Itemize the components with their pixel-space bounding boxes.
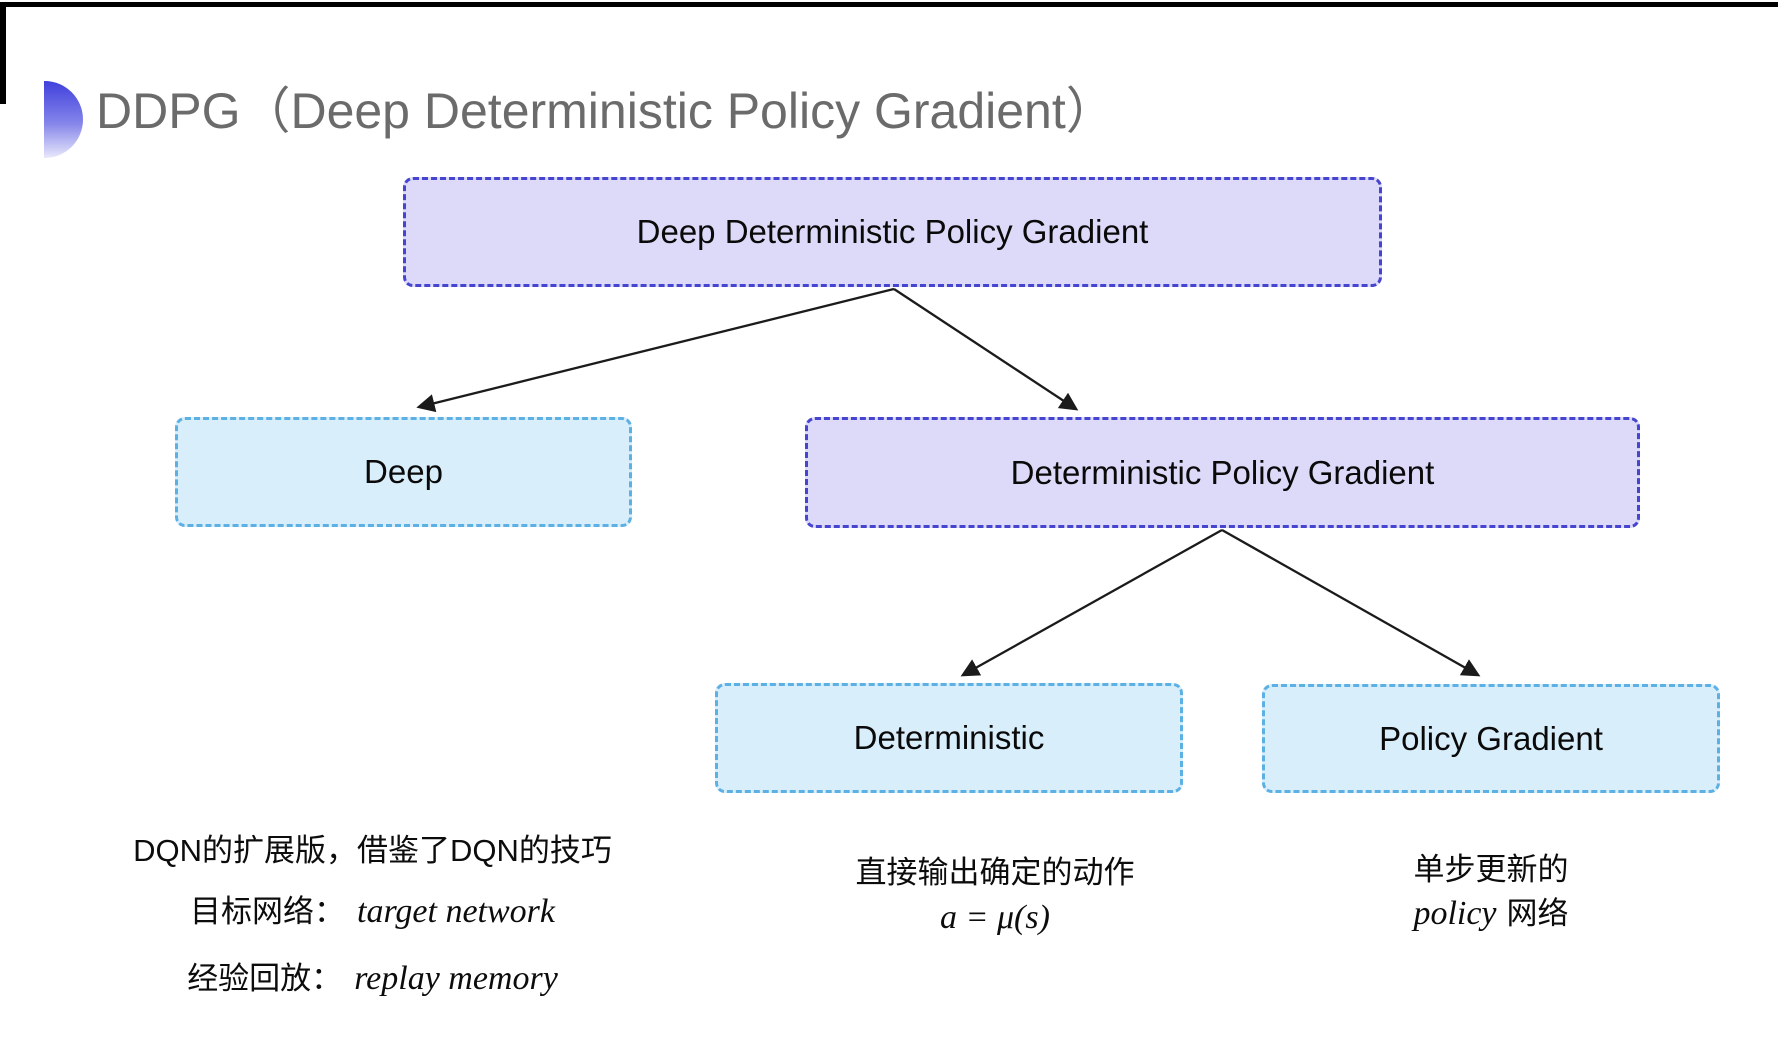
note-label-network: 网络 (1506, 896, 1569, 931)
note-deep-summary: DQN的扩展版，借鉴了DQN的技巧 (133, 833, 612, 868)
note-term-replay-memory: replay memory (354, 960, 558, 997)
note-policy-gradient-summary: 单步更新的 (1413, 852, 1569, 887)
node-deterministic: Deterministic (715, 683, 1183, 793)
note-deterministic-summary: 直接输出确定的动作 (855, 855, 1135, 890)
node-deterministic-policy-gradient: Deterministic Policy Gradient (805, 417, 1640, 528)
node-deep: Deep (175, 417, 632, 527)
node-label: Deterministic (853, 719, 1045, 756)
page-title: DDPG（Deep Deterministic Policy Gradient） (96, 83, 1116, 139)
node-label: Deep Deterministic Policy Gradient (636, 213, 1149, 250)
note-deep: DQN的扩展版，借鉴了DQN的技巧 目标网络： target network 经验… (120, 820, 625, 1015)
node-deep-deterministic-policy-gradient: Deep Deterministic Policy Gradient (403, 177, 1382, 287)
video-frame-top-edge (0, 2, 1778, 7)
note-label-target-network: 目标网络： (190, 894, 345, 929)
node-label: Policy Gradient (1379, 719, 1603, 757)
note-term-policy: policy (1413, 895, 1497, 932)
node-policy-gradient: Policy Gradient (1262, 684, 1720, 793)
note-term-target-network: target network (357, 893, 555, 930)
arrow-dpg-to-policy-gradient (1221, 528, 1481, 677)
arrow-dpg-to-deterministic (960, 528, 1223, 677)
note-deep-replay-memory: 经验回放： replay memory (120, 948, 625, 1015)
video-frame-left-edge (0, 2, 6, 104)
note-deterministic: 直接输出确定的动作 a = μ(s) (745, 850, 1245, 940)
note-deterministic-formula: a = μ(s) (940, 899, 1050, 936)
title-bullet-icon (44, 81, 83, 158)
arrow-root-to-dpg (893, 288, 1079, 411)
node-label: Deterministic Policy Gradient (1010, 453, 1435, 491)
note-policy-gradient: 单步更新的 policy 网络 (1241, 848, 1741, 942)
arrow-root-to-deep (416, 287, 895, 413)
node-label: Deep (364, 453, 443, 490)
note-policy-gradient-network: policy 网络 (1241, 892, 1741, 942)
note-label-replay-memory: 经验回放： (187, 961, 343, 996)
note-deep-target-network: 目标网络： target network (120, 881, 625, 948)
